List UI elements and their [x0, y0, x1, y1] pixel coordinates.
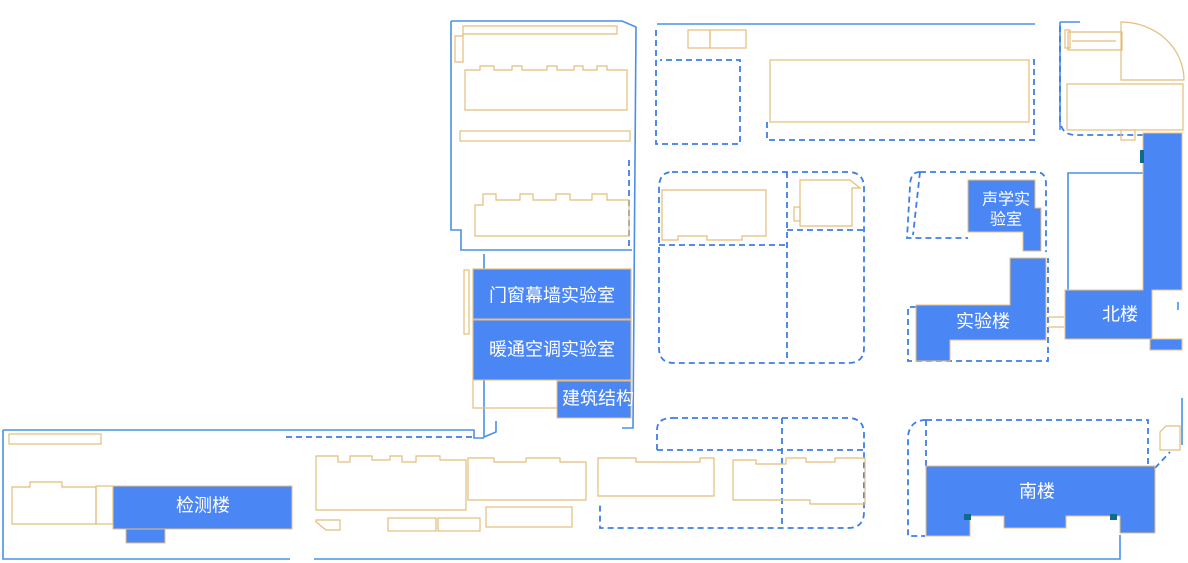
footprint-south-block-2-annex [485, 506, 573, 528]
south-center-block-top [599, 417, 865, 529]
label-north-building: 北楼 [1102, 305, 1138, 326]
label-hvac-lab: 暖通空调实验室 [489, 340, 615, 361]
footprint-nw-long-bar [454, 25, 618, 63]
door-marker-south-2 [1110, 514, 1117, 520]
footprint-east-small-block [1159, 425, 1181, 451]
center-block-divider [659, 172, 864, 362]
footprint-west-small-bar [8, 433, 102, 445]
inspection-building[interactable] [112, 485, 293, 530]
north-block-west [655, 30, 741, 145]
inspection-building-annex[interactable] [125, 528, 166, 544]
footprint-south-block-2 [467, 457, 587, 501]
south-building-yard [907, 419, 1149, 537]
footprint-south-small-1 [387, 517, 437, 532]
footprint-center-tiny [793, 206, 801, 222]
door-marker-south-1 [964, 514, 971, 520]
footprint-west-annex [95, 485, 114, 525]
northwest-zone-boundary [451, 20, 637, 429]
footprint-ne-quarter-circle [1120, 21, 1185, 81]
door-window-lab-building[interactable] [472, 268, 632, 320]
footprint-south-block-4 [732, 457, 866, 505]
label-acoustic-lab-line1: 声学实 [982, 190, 1030, 209]
north-building-annex[interactable] [1149, 338, 1183, 351]
label-lab-building: 实验楼 [956, 312, 1010, 333]
footprint-west-block [11, 481, 97, 525]
footprint-nw-thin-bar [459, 130, 631, 142]
north-building-yard [1067, 172, 1143, 290]
structure-lab-building[interactable] [556, 380, 632, 419]
labeled-buildings [112, 132, 1183, 544]
door-markers [964, 150, 1144, 520]
center-big-block [658, 171, 865, 364]
west-zone-boundary [2, 429, 484, 560]
northeast-rounded-block [1059, 26, 1182, 136]
zone-boundaries-solid [2, 20, 1183, 560]
east-edge-boundary [1177, 302, 1183, 445]
south-road-boundary [314, 535, 1121, 560]
label-structure-lab: 建筑结构 [562, 389, 634, 410]
door-marker-north-1 [1140, 150, 1144, 163]
lab-building-yard [907, 258, 1049, 362]
footprint-center-square [799, 179, 862, 227]
footprint-nw-block-2 [474, 193, 630, 237]
footprint-south-block-1 [315, 455, 467, 511]
footprint-ne-corner-block [1064, 29, 1123, 51]
label-door-window-lab: 门窗幕墙实验室 [489, 286, 615, 307]
acoustic-lab-yard [906, 171, 1047, 252]
building-labels: 门窗幕墙实验室 暖通空调实验室 建筑结构 声学实 验室 实验楼 北楼 南楼 检测… [176, 190, 1138, 517]
acoustic-lab-building[interactable] [967, 179, 1042, 252]
footprint-south-small-2 [437, 517, 481, 532]
label-inspection-building: 检测楼 [176, 496, 230, 517]
footprint-south-block-3 [597, 457, 715, 497]
lab-building[interactable] [915, 257, 1047, 362]
footprint-center-block [661, 189, 767, 241]
east-edge-dash [1154, 451, 1171, 469]
connector-lab-north [1048, 316, 1064, 328]
footprint-north-small-2 [709, 29, 747, 49]
label-south-building: 南楼 [1019, 482, 1055, 503]
hvac-lab-building[interactable] [472, 319, 632, 381]
footprint-north-long-block [769, 59, 1030, 123]
footprint-nw-block-1 [464, 65, 628, 111]
footprint-ne-small [1120, 129, 1136, 141]
footprint-courtyard-post [463, 269, 470, 335]
south-building[interactable] [925, 465, 1156, 537]
footprint-ne-long-block [1066, 83, 1184, 131]
footprint-south-block-1-annex [315, 519, 341, 531]
northwest-inner-boundary [450, 21, 632, 251]
label-acoustic-lab-line2: 验室 [990, 210, 1022, 229]
north-block-center [766, 58, 1035, 141]
footprint-north-small-1 [687, 29, 711, 49]
south-center-block-inner [656, 417, 864, 528]
building-footprints [8, 21, 1185, 532]
